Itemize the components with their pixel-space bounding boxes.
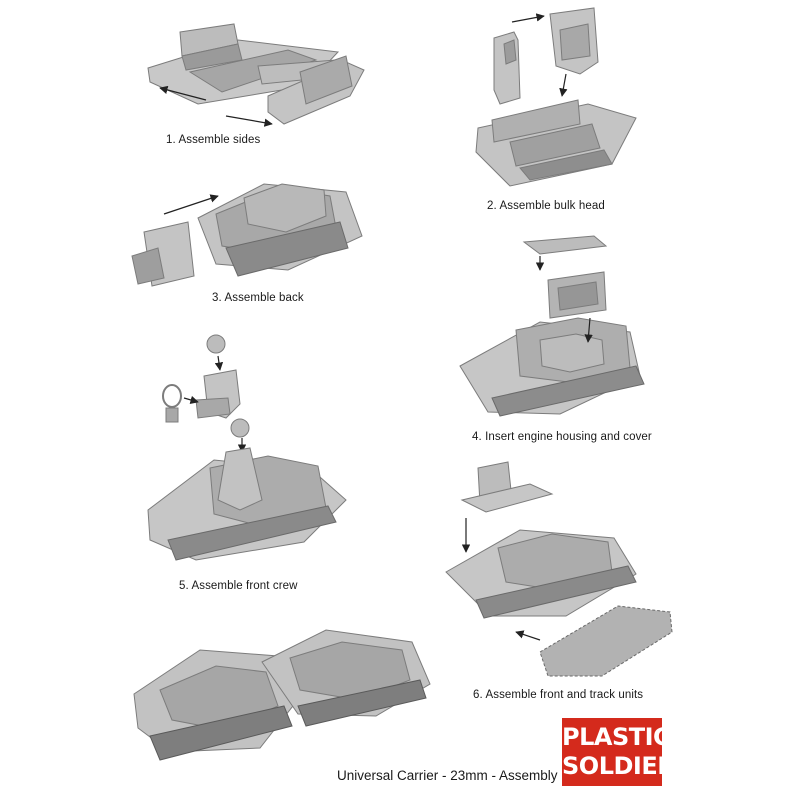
step5-illustration <box>147 334 347 561</box>
step4-illustration <box>459 235 645 417</box>
step-6-caption: 6. Assemble front and track units <box>473 689 644 701</box>
step-3-caption: 3. Assemble back <box>212 292 304 304</box>
step-1-caption: 1. Assemble sides <box>166 134 261 146</box>
logo-line-1: PLASTIC <box>562 723 671 751</box>
finished-models-illustration <box>133 629 431 761</box>
step1-illustration <box>147 23 365 127</box>
step3-illustration <box>131 183 363 287</box>
logo-line-2: SOLDIER <box>562 752 676 780</box>
step2-illustration <box>475 7 637 187</box>
sheet-caption: Universal Carrier - 23mm - Assembly <box>337 768 558 783</box>
plastic-soldier-logo: PLASTIC SOLDIER <box>562 718 676 786</box>
step6-illustration <box>445 461 673 677</box>
step-5-caption: 5. Assemble front crew <box>179 580 298 592</box>
step-2-caption: 2. Assemble bulk head <box>487 200 605 212</box>
step-4-caption: 4. Insert engine housing and cover <box>472 431 652 443</box>
